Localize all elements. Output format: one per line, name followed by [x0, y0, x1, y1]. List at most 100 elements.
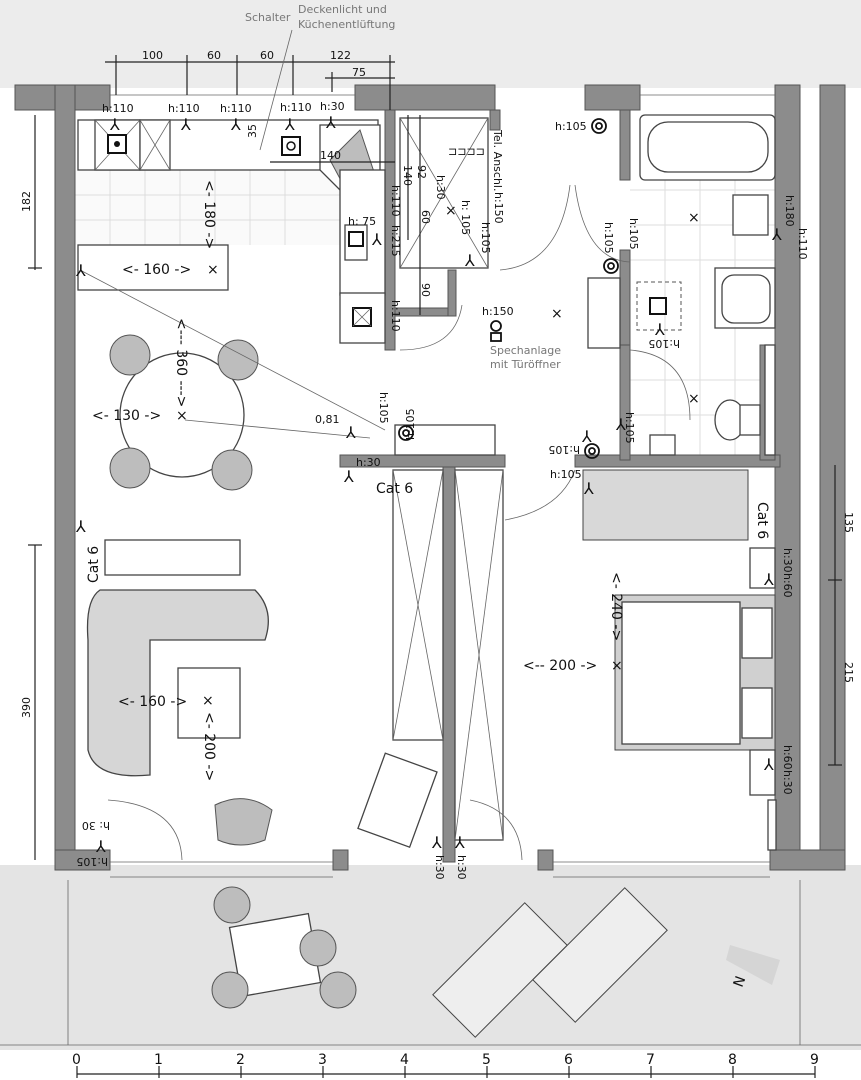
dim-left-182: 182 [20, 191, 33, 212]
svg-text:⅄: ⅄ [581, 427, 592, 446]
height-bath-h105e: h:105 [623, 412, 636, 444]
dim-140: 140 [320, 149, 341, 162]
dim-240: <- 240 -> [608, 572, 624, 641]
intercom-note-2: mit Türöffner [490, 358, 561, 371]
svg-text:⅄: ⅄ [343, 467, 354, 486]
scale-9: 9 [810, 1052, 819, 1068]
height-bath-h105g: h:105 [550, 468, 582, 481]
svg-text:×: × [551, 306, 563, 322]
height-left-h30: h: 30 [82, 819, 110, 832]
hood-icon [281, 136, 301, 156]
sofa [86, 539, 438, 848]
svg-text:⅄: ⅄ [464, 251, 475, 270]
scale-7: 7 [646, 1052, 655, 1068]
svg-text:⅄: ⅄ [583, 479, 594, 498]
height-5: h:30 [320, 100, 345, 113]
dim-top-3: 60 [260, 49, 274, 62]
dim-right-215: 215 [842, 662, 855, 683]
scale-2: 2 [236, 1052, 245, 1068]
svg-text:⅄: ⅄ [109, 115, 120, 134]
height-tel-h105: h: 105 [459, 200, 472, 235]
exterior-top [0, 0, 861, 88]
dim-top-1: 100 [142, 49, 163, 62]
dim-130: <- 130 -> [92, 408, 161, 424]
height-3: h:110 [220, 102, 252, 115]
svg-text:×: × [176, 408, 188, 424]
svg-text:⅄: ⅄ [371, 230, 382, 249]
height-bath-h105b: h:105 [602, 222, 615, 254]
walls [14, 84, 846, 878]
scale-0: 0 [72, 1052, 81, 1068]
scale-6: 6 [564, 1052, 573, 1068]
height-h75: h: 75 [348, 215, 376, 228]
north-arrow: N [726, 945, 780, 989]
height-h110-kitchen: h:110 [389, 185, 402, 217]
dimension-lines [28, 29, 842, 860]
terrace-furniture [211, 886, 668, 1038]
dim-360: <--- 360 ---> [173, 318, 189, 407]
svg-text:×: × [207, 262, 219, 278]
height-bed-h30: h:30 [781, 548, 794, 573]
svg-text:⅄: ⅄ [431, 833, 442, 852]
svg-text:×: × [445, 203, 457, 219]
height-wall-h30b: h:30 [455, 855, 468, 880]
dim-top-2: 60 [207, 49, 221, 62]
svg-text:⅄: ⅄ [180, 115, 191, 134]
height-h215: h:215 [389, 225, 402, 257]
data-socket-symbols [398, 118, 619, 459]
scale-1: 1 [154, 1052, 163, 1068]
height-hall-h105: h:105 [479, 222, 492, 254]
height-bath-h105d: h:105 [648, 337, 680, 350]
scale-bar: 0 1 2 3 4 5 6 7 8 9 [72, 1052, 819, 1078]
svg-text:⅄: ⅄ [763, 755, 774, 774]
svg-text:⅄: ⅄ [95, 837, 106, 856]
cat6-bedroom-label: Cat 6 [754, 502, 770, 539]
svg-text:N: N [731, 974, 750, 989]
intercom-note-1: Spechanlage [490, 344, 561, 357]
dim-160-table: <- 160 -> [122, 262, 191, 278]
doors [107, 184, 691, 861]
light-markers: ×××× ×××× [176, 203, 700, 709]
dim-hall-60: 60 [419, 210, 432, 224]
height-1: h:110 [102, 102, 134, 115]
scale-4: 4 [400, 1052, 409, 1068]
svg-text:⅄: ⅄ [771, 225, 782, 244]
bedroom-furniture [582, 469, 777, 851]
height-h110-fridge: h:110 [389, 300, 402, 332]
height-bath-h105: h:105 [555, 120, 587, 133]
kitchen-counter [77, 119, 386, 344]
dim-35: 35 [246, 124, 259, 138]
svg-text:×: × [611, 658, 623, 674]
bathroom-fixtures [587, 114, 776, 456]
dim-hall-140: 140 [401, 165, 414, 186]
switch-note: Schalter [245, 11, 291, 24]
tel-connection-note: Tel. Anschl. [491, 129, 504, 191]
height-living-h105b: h:105 [404, 408, 417, 440]
dim-180: <- 180 -> [201, 180, 217, 249]
svg-text:⅄: ⅄ [325, 113, 336, 132]
height-bath-h180: h:180 [783, 195, 796, 227]
height-wall-h30a: h:30 [433, 855, 446, 880]
svg-text:⅄: ⅄ [763, 570, 774, 589]
dim-081: 0,81 [315, 413, 340, 426]
height-2: h:110 [168, 102, 200, 115]
dim-right-135: 135 [842, 512, 855, 533]
height-h150: h:150 [492, 192, 505, 224]
svg-text:×: × [202, 693, 214, 709]
scale-5: 5 [482, 1052, 491, 1068]
dim-top-5: 75 [352, 66, 366, 79]
svg-text:⅄: ⅄ [345, 423, 356, 442]
cat6-left-label: Cat 6 [86, 546, 102, 583]
svg-text:⅄: ⅄ [75, 261, 86, 280]
terrace [0, 865, 861, 1050]
svg-text:⅄: ⅄ [230, 115, 241, 134]
dim-200-bed: <-- 200 -> [523, 658, 597, 674]
scale-8: 8 [728, 1052, 737, 1068]
height-intercom: h:150 [482, 305, 514, 318]
dim-hall-92: 92 [415, 165, 428, 179]
height-bed-h60b: h:60 [781, 745, 794, 770]
ceiling-light-note-2: Küchenentlüftung [298, 18, 395, 31]
dim-hall-90: 90 [419, 283, 432, 297]
svg-text:⅄: ⅄ [615, 415, 626, 434]
